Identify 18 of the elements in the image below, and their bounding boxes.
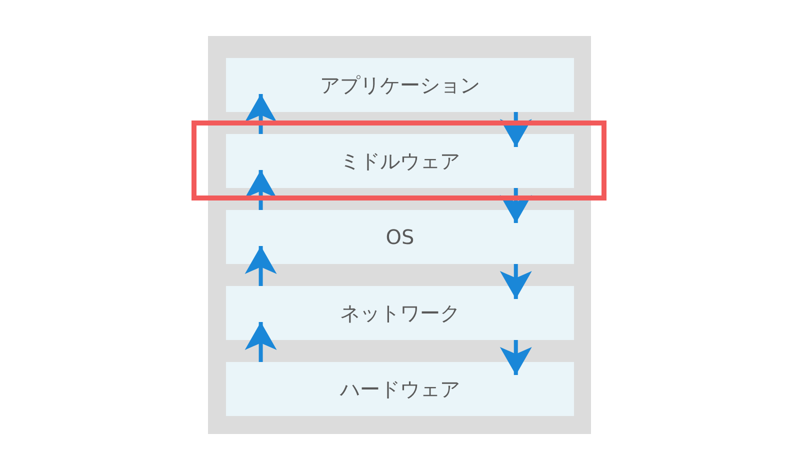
arrow (500, 264, 532, 299)
layer-label: ネットワーク (340, 301, 460, 325)
layer-band (226, 58, 574, 112)
layer-label: ミドルウェア (340, 149, 460, 173)
layer-band (226, 210, 574, 264)
arrow (500, 340, 532, 375)
stack-panel (208, 36, 591, 434)
layer-band (226, 134, 574, 188)
arrow (500, 112, 532, 147)
layer-band (226, 362, 574, 416)
layer-label: OS (386, 225, 414, 249)
layer-label: ハードウェア (340, 377, 460, 401)
arrow (244, 94, 277, 134)
layer-label: アプリケーション (320, 73, 480, 97)
layer-band (226, 286, 574, 340)
arrow (244, 246, 277, 286)
arrow (244, 322, 277, 362)
arrow (244, 170, 277, 210)
